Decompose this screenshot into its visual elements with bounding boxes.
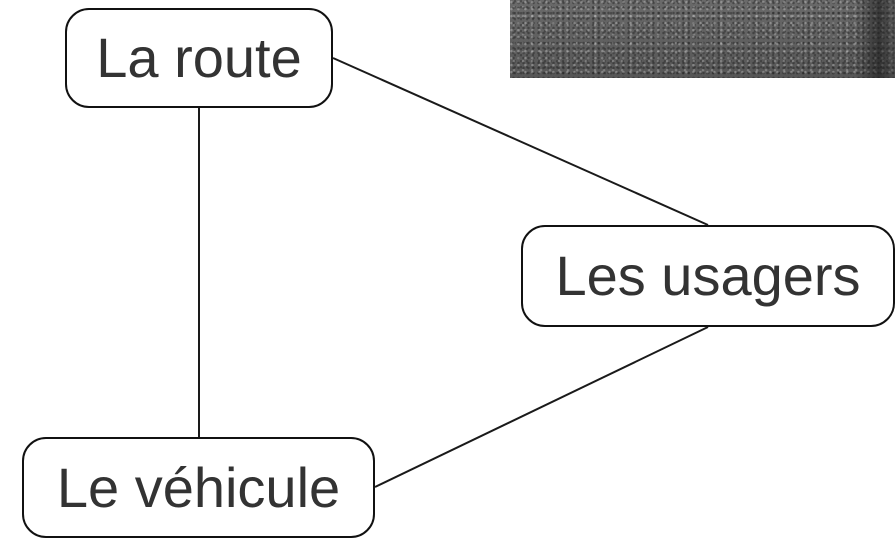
node-label: La route: [96, 26, 302, 89]
asphalt-road-photo: [510, 0, 895, 78]
node-label: Le véhicule: [56, 455, 341, 519]
node-label: Les usagers: [555, 244, 861, 307]
node-la-route: La route: [65, 8, 333, 108]
edge-usagers-vehicule: [374, 326, 709, 488]
node-les-usagers: Les usagers: [521, 225, 895, 327]
node-le-vehicule: Le véhicule: [22, 437, 375, 538]
edge-route-usagers: [332, 57, 709, 226]
